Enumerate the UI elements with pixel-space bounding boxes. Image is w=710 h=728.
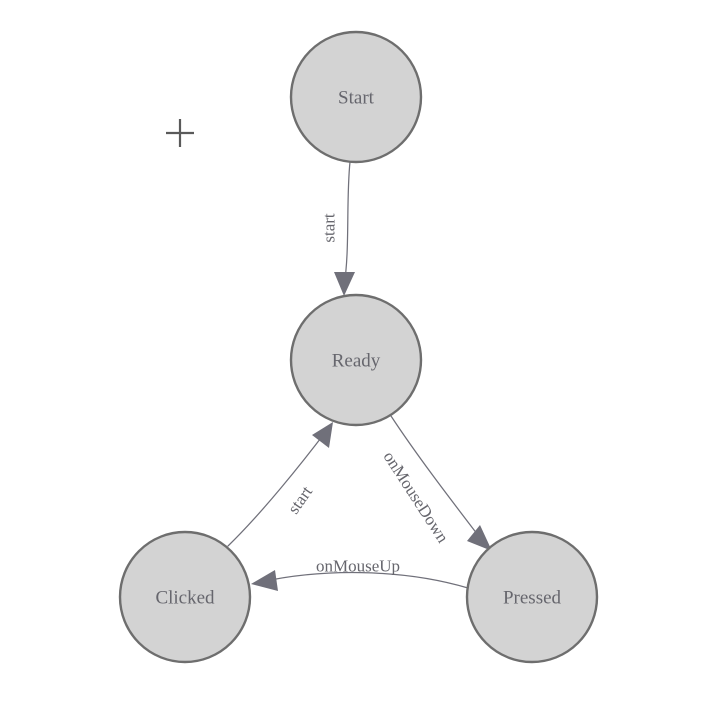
edge-ready-to-pressed[interactable]: onMouseDown [379, 415, 492, 551]
node-shape[interactable] [289, 293, 423, 427]
edge-line[interactable] [260, 571, 469, 589]
node-start[interactable]: Start [289, 30, 423, 164]
edge-arrowhead-icon [251, 570, 278, 591]
edge-start-to-ready[interactable]: start [320, 161, 356, 296]
edge-line[interactable] [343, 161, 351, 287]
node-label[interactable]: Clicked [155, 588, 215, 609]
edge-arrowhead-icon [467, 525, 492, 551]
node-clicked[interactable]: Clicked [118, 530, 252, 664]
edge-label[interactable]: start [284, 482, 317, 517]
node-label[interactable]: Start [338, 88, 375, 109]
edge-arrowhead-icon [312, 422, 333, 448]
node-label[interactable]: Ready [332, 351, 381, 372]
node-pressed[interactable]: Pressed [465, 530, 599, 664]
edge-clicked-to-ready[interactable]: start [227, 422, 333, 547]
node-shape[interactable] [465, 530, 599, 664]
edge-line[interactable] [227, 429, 328, 547]
node-shape[interactable] [118, 530, 252, 664]
edge-label[interactable]: start [320, 213, 339, 243]
node-label[interactable]: Pressed [503, 588, 562, 609]
node-ready[interactable]: Ready [289, 293, 423, 427]
plus-marker-icon[interactable] [166, 119, 194, 147]
edge-label[interactable]: onMouseDown [379, 448, 452, 547]
markers-layer [166, 119, 194, 147]
node-shape[interactable] [289, 30, 423, 164]
edge-pressed-to-clicked[interactable]: onMouseUp [251, 557, 469, 592]
edge-line[interactable] [390, 415, 485, 544]
edge-label[interactable]: onMouseUp [316, 557, 400, 576]
edge-arrowhead-icon [334, 272, 355, 296]
